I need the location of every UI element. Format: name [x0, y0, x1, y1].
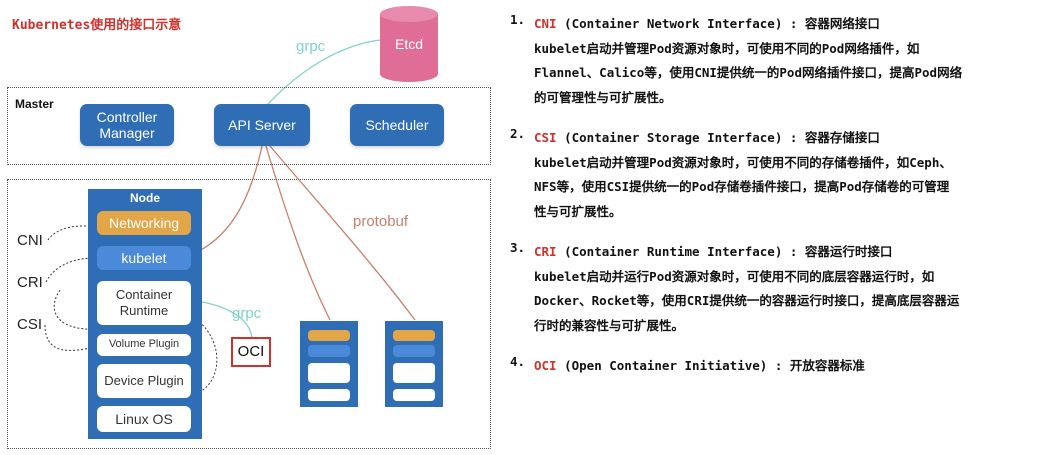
- heading-text: (Open Container Initiative) : 开放容器标准: [556, 358, 865, 373]
- grpc-label-top: grpc: [296, 38, 326, 55]
- list-number: 2.: [510, 126, 526, 141]
- csi-side-label: CSI: [17, 316, 43, 333]
- acronym: CRI: [534, 244, 557, 259]
- list-line: Flannel、Calico等，使用CNI提供统一的Pod网络插件接口，提高Po…: [534, 65, 963, 80]
- interface-list: 1. CNI (Container Network Interface) : 容…: [510, 12, 1030, 395]
- list-line: 的可管理性与可扩展性。: [534, 89, 672, 105]
- pod-1-row-orange: [308, 330, 350, 341]
- cni-side-label: CNI: [17, 232, 43, 249]
- list-heading: CNI (Container Network Interface) : 容器网络…: [534, 12, 1030, 37]
- node-label: Node: [130, 191, 160, 205]
- list-item-cni: 1. CNI (Container Network Interface) : 容…: [510, 12, 1030, 110]
- pod-2: [385, 321, 443, 407]
- pod-1-row-white: [308, 363, 350, 383]
- pod-2-row-orange: [393, 330, 435, 341]
- list-number: 1.: [510, 12, 526, 27]
- heading-text: (Container Network Interface) : 容器网络接口: [556, 16, 880, 31]
- pod-1-row-white-small: [308, 389, 350, 401]
- grpc-label-node: grpc: [232, 305, 262, 322]
- volume-plugin-box: Volume Plugin: [97, 334, 191, 356]
- cri-side-label: CRI: [17, 274, 43, 291]
- list-heading: OCI (Open Container Initiative) : 开放容器标准: [534, 354, 1030, 379]
- kubelet-box: kubelet: [97, 246, 191, 270]
- list-line: NFS等，使用CSI提供统一的Pod存储卷插件接口，提高Pod存储卷的可管理: [534, 179, 950, 194]
- acronym: CSI: [534, 130, 557, 145]
- api-pod1-line: [265, 145, 331, 321]
- list-line: kubelet启动并运行Pod资源对象时，可使用不同的底层容器运行时，如: [534, 268, 935, 284]
- etcd-label: Etcd: [394, 36, 423, 52]
- api-server-box: API Server: [214, 104, 310, 146]
- pod-2-row-white-small: [393, 389, 435, 401]
- protobuf-label: protobuf: [353, 213, 409, 230]
- list-item-cri: 3. CRI (Container Runtime Interface) : 容…: [510, 240, 1030, 338]
- api-pod2-line: [269, 145, 416, 321]
- pod-1: [300, 321, 358, 407]
- controller-manager-box: Controller Manager: [80, 104, 174, 146]
- acronym: OCI: [534, 358, 557, 373]
- list-number: 4.: [510, 354, 526, 369]
- heading-text: (Container Runtime Interface) : 容器运行时接口: [556, 244, 893, 259]
- master-region: [7, 87, 491, 165]
- diagram-title: Kubernetes使用的接口示意: [12, 18, 182, 33]
- node-column: Node Networking kubelet Container Runtim…: [88, 189, 202, 439]
- list-line: 行时的兼容性与可扩展性。: [534, 317, 685, 333]
- list-line: Docker、Rocket等，使用CRI提供统一的容器运行时接口，提高底层容器运: [534, 293, 960, 308]
- container-runtime-box: Container Runtime: [97, 281, 191, 325]
- list-line: 性与可扩展性。: [534, 203, 622, 219]
- pod-1-row-blue: [308, 345, 350, 357]
- scheduler-box: Scheduler: [350, 104, 444, 146]
- list-item-oci: 4. OCI (Open Container Initiative) : 开放容…: [510, 354, 1030, 379]
- node-region: [7, 179, 491, 449]
- device-plugin-box: Device Plugin: [97, 364, 191, 398]
- linux-os-box: Linux OS: [97, 406, 191, 432]
- networking-box: Networking: [97, 211, 191, 235]
- list-line: kubelet启动并管理Pod资源对象时，可使用不同的存储卷插件，如Ceph、: [534, 154, 952, 170]
- database-icon: [380, 6, 438, 82]
- heading-text: (Container Storage Interface) : 容器存储接口: [556, 130, 880, 145]
- etcd-database: Etcd: [380, 6, 438, 82]
- master-label: Master: [15, 97, 54, 111]
- list-line: kubelet启动并管理Pod资源对象时，可使用不同的Pod网络插件，如: [534, 40, 920, 56]
- pod-2-row-white: [393, 363, 435, 383]
- list-heading: CRI (Container Runtime Interface) : 容器运行…: [534, 240, 1030, 265]
- list-number: 3.: [510, 240, 526, 255]
- etcd-grpc-line: [267, 39, 381, 105]
- oci-box: OCI: [231, 337, 271, 367]
- list-item-csi: 2. CSI (Container Storage Interface) : 容…: [510, 126, 1030, 224]
- acronym: CNI: [534, 16, 557, 31]
- list-heading: CSI (Container Storage Interface) : 容器存储…: [534, 126, 1030, 151]
- pod-2-row-blue: [393, 345, 435, 357]
